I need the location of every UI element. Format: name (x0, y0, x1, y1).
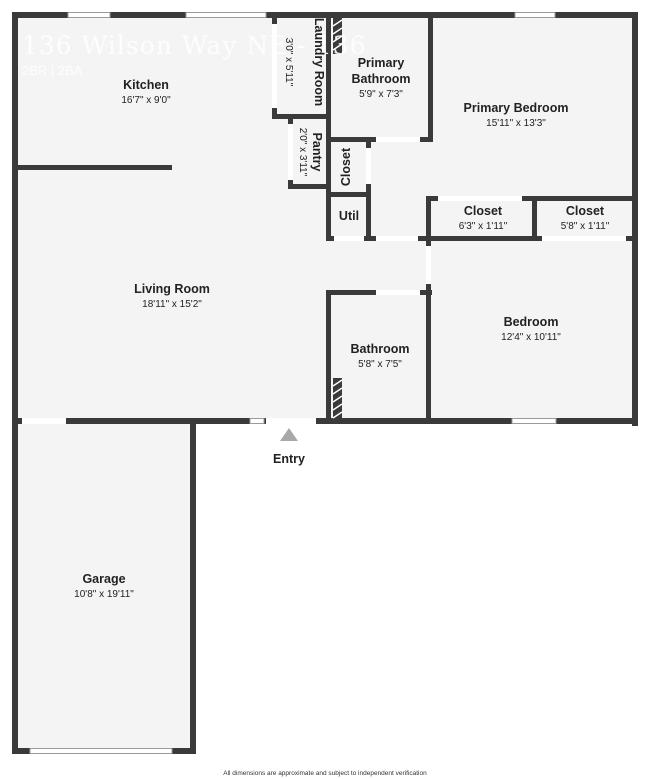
wall-closets-top (426, 196, 636, 201)
window-living-small (249, 418, 265, 424)
entry-arrow-icon (280, 428, 298, 441)
room-labels: Kitchen 16'7" x 9'0" Laundry Room 3'0" x… (74, 18, 610, 600)
wall-bedroom-left (426, 236, 431, 422)
property-subtitle: 2BR | 2BA (22, 63, 83, 78)
wall-left (12, 12, 18, 754)
wall-pantry-bottom (288, 184, 330, 189)
door-closet-2 (542, 236, 626, 241)
door-openings (22, 24, 626, 424)
laundry-floor (276, 16, 330, 116)
primary-bedroom-label: Primary Bedroom (464, 101, 569, 115)
wall-right (632, 12, 638, 426)
wall-closets-left (426, 196, 431, 241)
primary-bedroom-floor (370, 16, 636, 198)
closet-vertical-label: Closet (339, 147, 353, 186)
wall-closet-util-left (326, 137, 331, 241)
door-closet-1 (438, 196, 522, 201)
door-hall-closet (376, 236, 418, 241)
garage-dims: 10'8" x 19'11" (74, 589, 134, 600)
wall-closet-right (366, 137, 371, 241)
primary-bathroom-dims: 5'9" x 7'3" (359, 89, 403, 100)
closet-1-dims: 6'3" x 1'11" (459, 221, 508, 232)
window-garage-bottom (29, 748, 173, 754)
living-room-label: Living Room (134, 282, 210, 296)
windows (29, 12, 557, 754)
wall-laundry-right (326, 16, 331, 140)
bathroom-dims: 5'8" x 7'5" (358, 359, 402, 370)
wall-primary-bath-right (428, 16, 433, 142)
kitchen-floor (16, 16, 276, 166)
door-closet-vertical (366, 148, 371, 184)
wall-closets-divider (532, 196, 537, 241)
closet-2-dims: 5'8" x 1'11" (561, 221, 610, 232)
window-bedroom (511, 418, 557, 424)
entry-label: Entry (273, 452, 305, 466)
kitchen-label: Kitchen (123, 78, 169, 92)
laundry-dims: 3'0" x 5'11" (283, 38, 294, 87)
disclaimer: All dimensions are approximate and subje… (223, 770, 427, 777)
room-floors (16, 16, 636, 752)
living-room-dims: 18'11" x 15'2" (142, 299, 202, 310)
door-util (334, 236, 364, 241)
window-primary-bedroom (514, 12, 556, 18)
garage-floor (16, 422, 194, 752)
closet-1-label: Closet (464, 204, 503, 218)
wall-closets-bottom (426, 236, 636, 241)
bedroom-floor (428, 238, 636, 422)
primary-bathroom-label-2: Bathroom (351, 72, 410, 86)
door-bedroom (426, 246, 431, 284)
closet-2-label: Closet (566, 204, 605, 218)
hatch-marks (332, 18, 343, 420)
window-kitchen-1 (67, 12, 111, 18)
pantry-label: Pantry (310, 133, 324, 172)
wall-closet-util-divider (326, 192, 371, 197)
util-label: Util (339, 209, 359, 223)
wall-laundry-bottom (272, 114, 330, 119)
bathroom-label: Bathroom (350, 342, 409, 356)
hatch-lines (332, 19, 343, 419)
primary-bathroom-label-1: Primary (358, 56, 405, 70)
wall-kitchen-partition (16, 165, 172, 170)
laundry-label: Laundry Room (312, 18, 326, 106)
wall-top (12, 12, 638, 18)
door-laundry (272, 24, 277, 108)
wall-bottom-house (12, 418, 638, 424)
door-primary-bath (376, 137, 420, 142)
bathroom-floor (330, 292, 430, 422)
garage-label: Garage (82, 572, 125, 586)
pantry-dims: 2'0" x 3'11" (297, 128, 308, 177)
wall-bathroom-left (326, 290, 331, 422)
door-pantry (288, 124, 293, 180)
hatch-laundry (333, 18, 342, 54)
bedroom-label: Bedroom (504, 315, 559, 329)
bedroom-dims: 12'4" x 10'11" (501, 332, 561, 343)
primary-bedroom-dims: 15'11" x 13'3" (486, 118, 546, 129)
window-kitchen-2 (185, 12, 267, 18)
door-garage (22, 418, 66, 424)
door-bathroom (376, 290, 420, 295)
kitchen-dims: 16'7" x 9'0" (121, 95, 171, 106)
door-entry (266, 418, 316, 424)
property-title: 136 Wilson Way NE - 136 (22, 31, 367, 60)
wall-garage-right (190, 418, 196, 754)
